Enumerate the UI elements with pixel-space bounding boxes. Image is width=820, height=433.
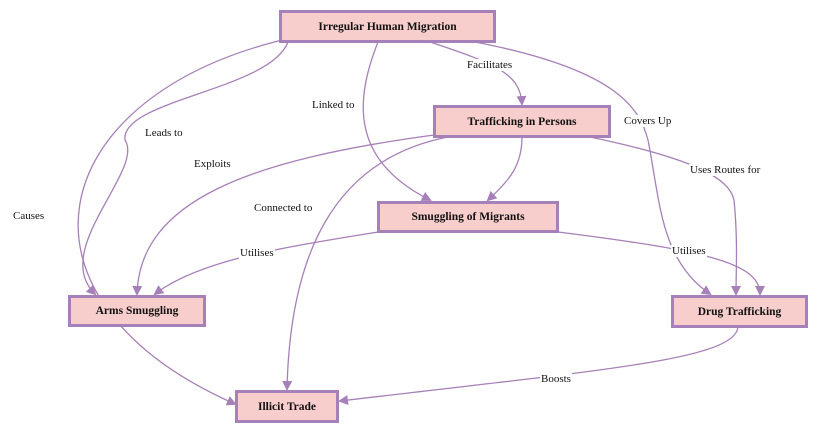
edge-leads-to bbox=[82, 41, 289, 296]
node-irregular-human-migration[interactable]: Irregular Human Migration bbox=[279, 10, 496, 43]
node-smuggling-of-migrants[interactable]: Smuggling of Migrants bbox=[377, 201, 559, 233]
edge-causes bbox=[77, 39, 283, 406]
edge-utilises-arms bbox=[153, 231, 379, 296]
edge-tp-smuggling bbox=[486, 136, 523, 202]
edge-exploits bbox=[132, 134, 435, 296]
edge-label-linked-to: Linked to bbox=[311, 99, 356, 111]
node-drug-trafficking[interactable]: Drug Trafficking bbox=[671, 295, 808, 328]
node-trafficking-in-persons[interactable]: Trafficking in Persons bbox=[433, 105, 611, 138]
edge-boosts bbox=[338, 326, 739, 406]
edge-label-utilises-arms: Utilises bbox=[239, 247, 275, 259]
node-arms-smuggling[interactable]: Arms Smuggling bbox=[68, 295, 206, 327]
edge-label-leads-to: Leads to bbox=[144, 127, 184, 139]
edge-label-connected-to: Connected to bbox=[253, 202, 314, 214]
edge-label-utilises-drug: Utilises bbox=[671, 245, 707, 257]
edge-linked-to bbox=[362, 41, 432, 201]
edge-connected-to bbox=[282, 136, 449, 391]
edge-uses-routes bbox=[589, 136, 742, 296]
edge-label-facilitates: Facilitates bbox=[466, 59, 514, 71]
edge-label-exploits: Exploits bbox=[193, 158, 232, 170]
edge-label-causes: Causes bbox=[12, 210, 46, 222]
edge-facilitates bbox=[429, 41, 527, 106]
edge-label-boosts: Boosts bbox=[540, 373, 572, 385]
edge-utilises-drug bbox=[557, 231, 765, 296]
node-illicit-trade[interactable]: Illicit Trade bbox=[235, 390, 339, 423]
edge-label-uses-routes-for: Uses Routes for bbox=[689, 164, 762, 176]
edge-label-covers-up: Covers Up bbox=[623, 115, 673, 127]
